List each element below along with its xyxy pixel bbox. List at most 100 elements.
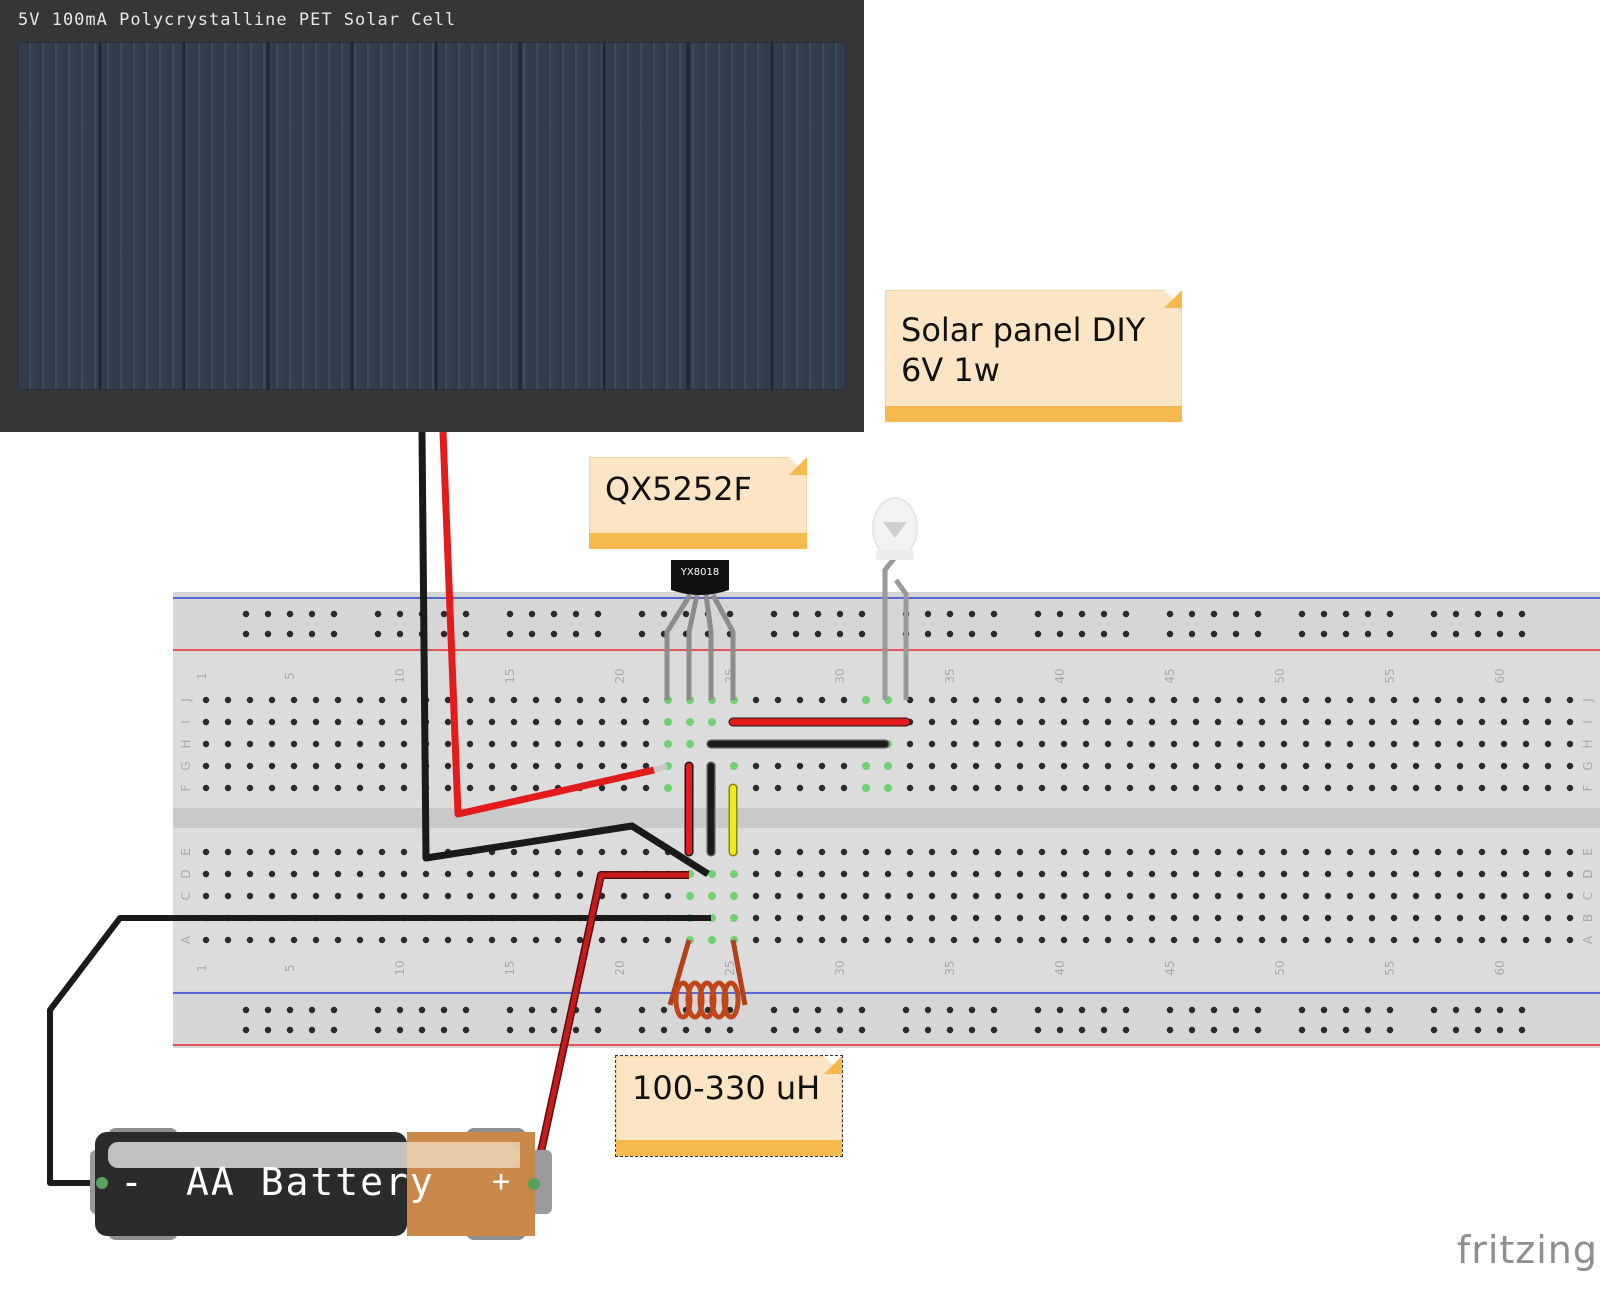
breadboard-hole[interactable] [466, 696, 474, 704]
breadboard-hole[interactable] [1302, 762, 1310, 770]
breadboard-hole[interactable] [660, 1006, 668, 1014]
breadboard-hole[interactable] [950, 892, 958, 900]
breadboard-hole[interactable] [598, 936, 606, 944]
breadboard-hole[interactable] [774, 914, 782, 922]
breadboard-hole[interactable] [1478, 870, 1486, 878]
breadboard-hole[interactable] [924, 630, 932, 638]
breadboard-hole[interactable] [1302, 914, 1310, 922]
breadboard-hole[interactable] [950, 914, 958, 922]
breadboard-hole[interactable] [528, 1006, 536, 1014]
breadboard-hole[interactable] [660, 1026, 668, 1034]
breadboard-hole[interactable] [1038, 892, 1046, 900]
breadboard-hole[interactable] [1452, 1026, 1460, 1034]
breadboard-hole[interactable] [1544, 740, 1552, 748]
breadboard-hole[interactable] [664, 892, 672, 900]
breadboard-hole[interactable] [1104, 718, 1112, 726]
breadboard-hole[interactable] [836, 610, 844, 618]
breadboard-hole[interactable] [598, 740, 606, 748]
breadboard-hole[interactable] [1082, 848, 1090, 856]
breadboard-hole[interactable] [286, 610, 294, 618]
breadboard-hole[interactable] [1544, 914, 1552, 922]
breadboard-hole[interactable] [1166, 1026, 1174, 1034]
breadboard-hole[interactable] [1170, 696, 1178, 704]
breadboard-hole[interactable] [1364, 610, 1372, 618]
breadboard-hole[interactable] [1126, 914, 1134, 922]
breadboard-hole[interactable] [928, 740, 936, 748]
breadboard-hole[interactable] [1210, 630, 1218, 638]
breadboard-hole[interactable] [1192, 762, 1200, 770]
breadboard-hole[interactable] [994, 740, 1002, 748]
breadboard-hole[interactable] [202, 848, 210, 856]
breadboard-hole[interactable] [264, 1026, 272, 1034]
breadboard-hole[interactable] [1390, 696, 1398, 704]
breadboard-hole[interactable] [1210, 1026, 1218, 1034]
breadboard-hole[interactable] [642, 784, 650, 792]
breadboard-hole[interactable] [246, 696, 254, 704]
breadboard-hole[interactable] [1302, 848, 1310, 856]
breadboard-hole[interactable] [1060, 870, 1068, 878]
breadboard-hole[interactable] [400, 784, 408, 792]
breadboard-hole[interactable] [1474, 610, 1482, 618]
breadboard-hole[interactable] [1434, 696, 1442, 704]
breadboard-hole[interactable] [506, 1006, 514, 1014]
breadboard-hole[interactable] [774, 848, 782, 856]
breadboard-hole[interactable] [796, 848, 804, 856]
breadboard-hole[interactable] [1434, 892, 1442, 900]
breadboard-hole[interactable] [1320, 610, 1328, 618]
breadboard-hole[interactable] [268, 718, 276, 726]
breadboard-hole[interactable] [858, 1026, 866, 1034]
breadboard-hole[interactable] [308, 630, 316, 638]
breadboard-hole[interactable] [594, 1006, 602, 1014]
breadboard-hole[interactable] [488, 784, 496, 792]
breadboard-hole[interactable] [1324, 718, 1332, 726]
breadboard-hole[interactable] [972, 892, 980, 900]
breadboard-hole[interactable] [264, 630, 272, 638]
breadboard-hole[interactable] [752, 936, 760, 944]
breadboard-hole[interactable] [928, 848, 936, 856]
breadboard-hole[interactable] [532, 740, 540, 748]
breadboard-hole[interactable] [1412, 892, 1420, 900]
breadboard-hole[interactable] [488, 718, 496, 726]
breadboard-hole[interactable] [1474, 630, 1482, 638]
breadboard-hole[interactable] [946, 630, 954, 638]
breadboard-hole[interactable] [1148, 718, 1156, 726]
breadboard-hole[interactable] [1566, 696, 1574, 704]
solar-panel[interactable]: 5V 100mA Polycrystalline PET Solar Cell [0, 0, 864, 432]
breadboard-hole[interactable] [224, 762, 232, 770]
breadboard-hole[interactable] [968, 1026, 976, 1034]
breadboard-hole[interactable] [1214, 784, 1222, 792]
breadboard-hole[interactable] [1148, 740, 1156, 748]
breadboard-hole[interactable] [1280, 740, 1288, 748]
breadboard-hole[interactable] [1566, 892, 1574, 900]
breadboard-hole[interactable] [1126, 870, 1134, 878]
breadboard-hole[interactable] [1346, 914, 1354, 922]
breadboard-hole[interactable] [752, 762, 760, 770]
breadboard-hole[interactable] [1060, 762, 1068, 770]
breadboard-hole[interactable] [1236, 936, 1244, 944]
breadboard-hole[interactable] [1126, 740, 1134, 748]
breadboard-hole[interactable] [858, 1006, 866, 1014]
breadboard-hole[interactable] [1214, 762, 1222, 770]
breadboard-hole[interactable] [374, 1026, 382, 1034]
breadboard-hole[interactable] [532, 936, 540, 944]
breadboard-hole[interactable] [268, 892, 276, 900]
breadboard-hole[interactable] [440, 610, 448, 618]
breadboard-hole[interactable] [1100, 610, 1108, 618]
breadboard-hole[interactable] [950, 848, 958, 856]
breadboard-hole[interactable] [818, 848, 826, 856]
breadboard-hole[interactable] [1056, 630, 1064, 638]
breadboard-hole[interactable] [400, 936, 408, 944]
breadboard-hole[interactable] [1500, 762, 1508, 770]
breadboard-hole[interactable] [1324, 936, 1332, 944]
breadboard-hole[interactable] [950, 784, 958, 792]
breadboard-hole[interactable] [598, 696, 606, 704]
breadboard-hole[interactable] [418, 1026, 426, 1034]
breadboard-hole[interactable] [1038, 848, 1046, 856]
breadboard-hole[interactable] [1016, 718, 1024, 726]
breadboard-hole[interactable] [1082, 914, 1090, 922]
breadboard-hole[interactable] [840, 936, 848, 944]
breadboard-hole[interactable] [1038, 762, 1046, 770]
breadboard-hole[interactable] [224, 870, 232, 878]
breadboard-hole[interactable] [466, 784, 474, 792]
breadboard-hole[interactable] [818, 914, 826, 922]
